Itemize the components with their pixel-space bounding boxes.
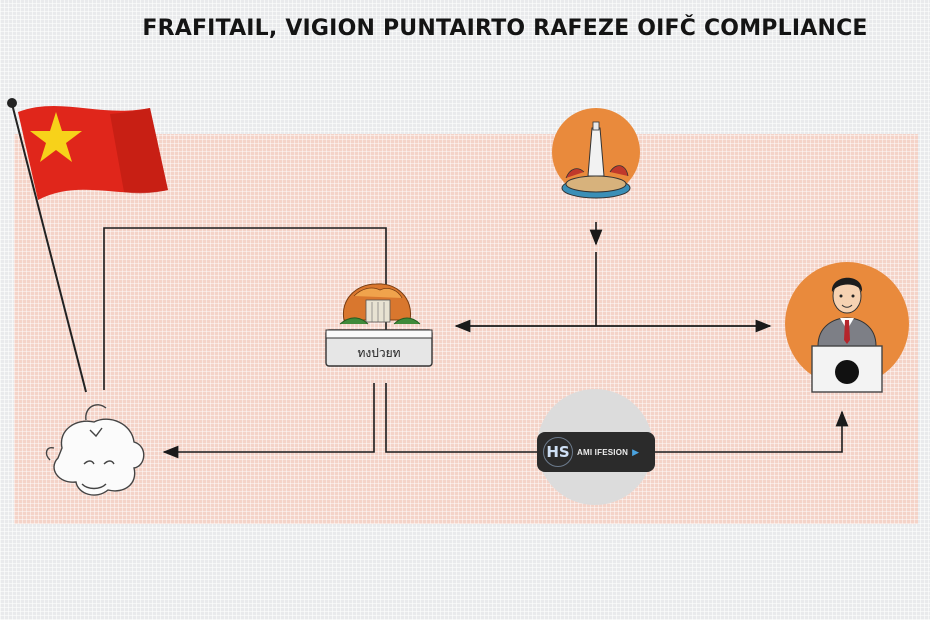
pill-label: AMI IFESION bbox=[577, 447, 629, 457]
center-node-label: ทงปวยท bbox=[357, 346, 401, 360]
center-node[interactable] bbox=[325, 283, 433, 367]
star-icon bbox=[30, 112, 82, 162]
top-circle-node[interactable] bbox=[552, 108, 640, 199]
connectors bbox=[103, 222, 849, 459]
connector-box-down-left bbox=[162, 383, 375, 459]
fluffy-creature-icon bbox=[45, 404, 145, 496]
play-icon[interactable]: ▶ bbox=[632, 446, 640, 457]
connector-pill-to-presenter bbox=[655, 410, 849, 453]
food-monument-icon bbox=[339, 283, 421, 325]
presenter-node[interactable] bbox=[785, 262, 909, 393]
connector-box-down-right bbox=[385, 383, 537, 453]
amifesion-node[interactable]: HS AMI IFESION ▶ bbox=[537, 432, 655, 472]
monument-island-icon bbox=[561, 121, 631, 199]
flag-icon bbox=[7, 98, 168, 393]
hs-logo: HS bbox=[543, 437, 573, 467]
connector-top-loop bbox=[103, 227, 387, 390]
presenter-at-podium-icon bbox=[811, 277, 883, 393]
page-title: FRAFITAIL, VIGION PUNTAIRTO RAFEZE OIFČ … bbox=[142, 16, 868, 41]
